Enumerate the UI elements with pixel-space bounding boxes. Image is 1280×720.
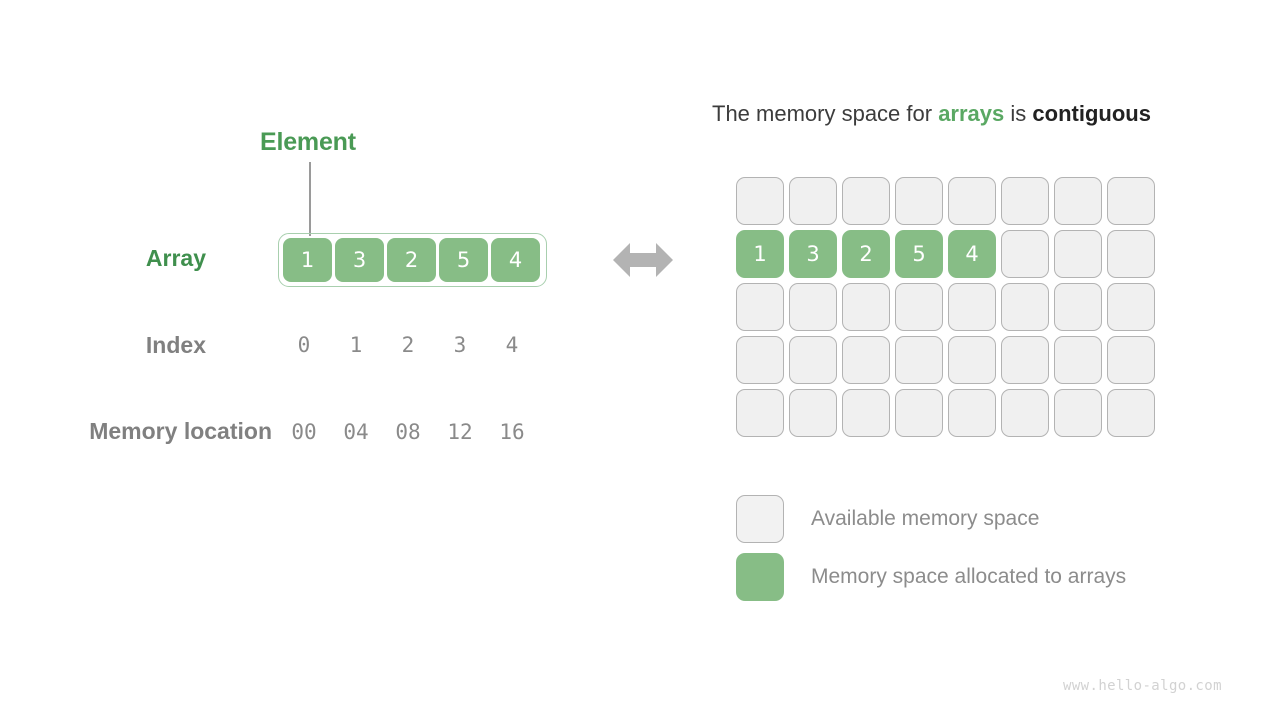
index-row-label: Index [145,332,206,358]
legend-item: Memory space allocated to arrays [736,553,1126,601]
memory-cell-available [736,177,784,225]
right-panel-title: The memory space for arrays is contiguou… [712,101,1151,127]
memory-cell-available [1054,336,1102,384]
memory-cell-available [895,389,943,437]
memory-cell-available [1001,177,1049,225]
memory-address-value: 16 [499,420,525,444]
memory-address-value: 12 [447,420,473,444]
memory-cell-available [1107,389,1155,437]
memory-cell-allocated: 4 [948,230,996,278]
memory-cell-available [1107,177,1155,225]
legend-swatch-empty [736,495,784,543]
index-value: 2 [401,333,415,357]
memory-cell-available [948,389,996,437]
memory-address-value: 04 [343,420,369,444]
title-highlight-arrays: arrays [938,101,1005,126]
memory-cell-available [895,177,943,225]
memory-cell-available [948,177,996,225]
legend-item: Available memory space [736,495,1126,543]
array-row-label: Array [145,245,206,271]
element-callout-connector-line [309,162,311,236]
memory-cell-available [1001,283,1049,331]
memory-cell-available [736,336,784,384]
memory-cell-available [895,336,943,384]
title-highlight-contiguous: contiguous [1032,101,1151,126]
memory-cell-available [1001,230,1049,278]
memory-cell-available [789,177,837,225]
index-value: 0 [297,333,311,357]
legend-label: Available memory space [811,507,1040,530]
memory-cell-available [736,389,784,437]
index-value: 1 [349,333,363,357]
index-values-row: 0 1 2 3 4 [278,333,538,357]
memory-cell-available [948,283,996,331]
title-part-1: The memory space for [712,101,939,126]
memory-cell-available [1054,177,1102,225]
array-cell: 1 [283,238,332,282]
memory-cell-available [789,389,837,437]
memory-cell-available [842,336,890,384]
memory-cell-available [842,283,890,331]
memory-cell-available [1054,283,1102,331]
memory-cell-available [1001,389,1049,437]
bidirectional-arrow-icon [613,238,673,282]
memory-cell-allocated: 3 [789,230,837,278]
memory-address-values-row: 00 04 08 12 16 [278,420,538,444]
memory-cell-allocated: 5 [895,230,943,278]
memory-cell-available [736,283,784,331]
memory-cell-available [948,336,996,384]
memory-cell-available [842,177,890,225]
memory-cell-available [1107,230,1155,278]
memory-cell-allocated: 2 [842,230,890,278]
memory-cell-available [789,283,837,331]
array-cell: 3 [335,238,384,282]
memory-cell-available [1001,336,1049,384]
memory-cell-available [842,389,890,437]
legend-swatch-filled [736,553,784,601]
memory-address-value: 00 [291,420,317,444]
element-callout-label: Element [260,128,356,156]
memory-cell-available [1107,336,1155,384]
array-cell: 4 [491,238,540,282]
title-part-2: is [1004,101,1033,126]
index-value: 4 [505,333,519,357]
watermark: www.hello-algo.com [1063,678,1222,694]
memory-address-value: 08 [395,420,421,444]
array-cell: 2 [387,238,436,282]
legend-label: Memory space allocated to arrays [811,565,1127,588]
memory-cell-available [895,283,943,331]
index-value: 3 [453,333,467,357]
memory-cell-available [1054,389,1102,437]
memory-cell-allocated: 1 [736,230,784,278]
memory-cell-available [789,336,837,384]
array-cell: 5 [439,238,488,282]
memory-location-row-label: Memory location [89,418,272,444]
memory-cell-available [1054,230,1102,278]
memory-cell-available [1107,283,1155,331]
